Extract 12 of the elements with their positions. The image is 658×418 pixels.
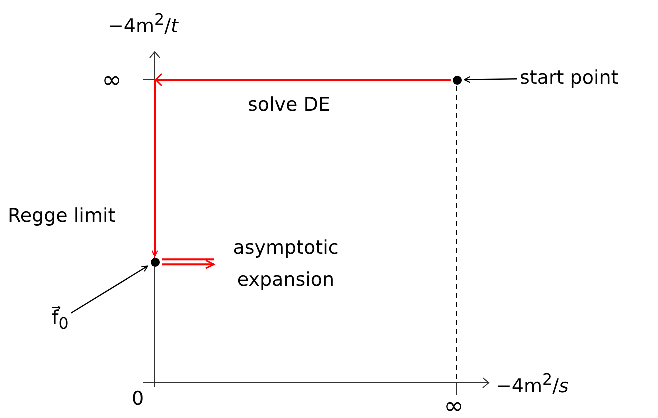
annotation-text: f⃗$_{0}$ [52, 307, 69, 333]
tick-label: 0 [132, 388, 144, 411]
annotation-text: Regge limit [8, 205, 116, 228]
annotation-text: asymptotic expansion [222, 232, 350, 297]
point-marker [150, 258, 160, 266]
tick-label: ∞ [102, 66, 122, 95]
point-marker [452, 76, 462, 84]
axis-label: −4m$^{2}$/s [496, 370, 569, 398]
edge-label: solve DE [248, 94, 330, 117]
annotation-text: start point [520, 67, 619, 90]
axis-label: −4m$^{2}$/t [108, 10, 178, 38]
tick-label: ∞ [444, 392, 464, 418]
